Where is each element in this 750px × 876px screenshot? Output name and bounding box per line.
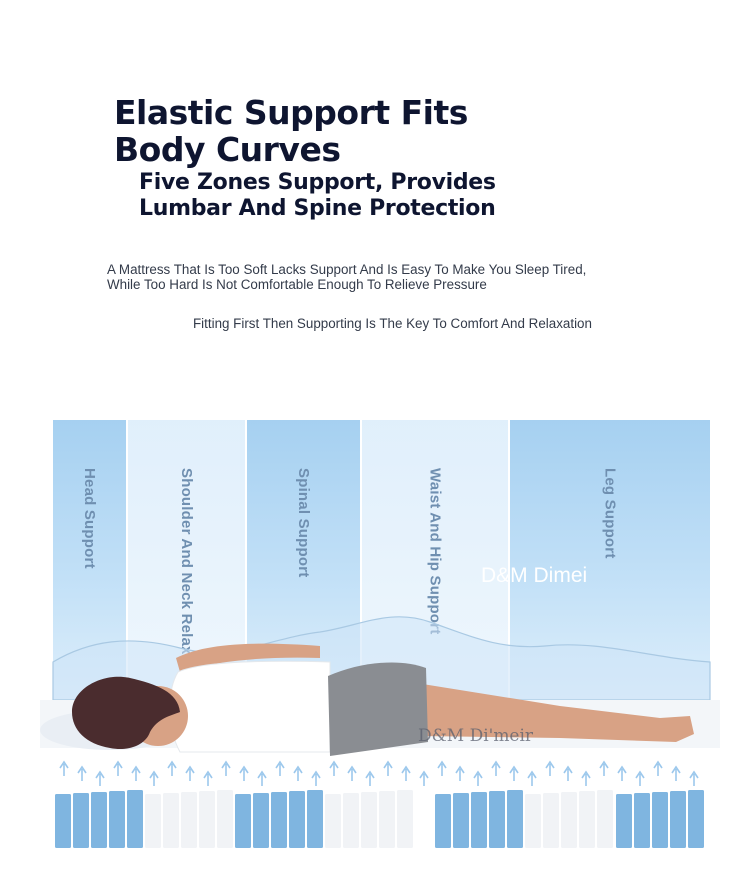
shorts <box>328 662 428 756</box>
spring-firm <box>289 791 305 848</box>
arrow-up-icon <box>275 760 285 776</box>
arrow-up-icon <box>185 765 195 781</box>
arrow-up-icon <box>653 760 663 776</box>
arrow-up-icon <box>563 765 573 781</box>
arrow-up-icon <box>95 770 105 786</box>
zone-label-head: Head Support <box>81 468 98 569</box>
spring-soft <box>181 792 197 848</box>
spring-firm <box>670 791 686 848</box>
arrow-up-icon <box>113 760 123 776</box>
spring-firm <box>507 790 523 848</box>
arrow-up-icon <box>59 760 69 776</box>
spring-soft <box>163 793 179 848</box>
arrow-up-icon <box>311 770 321 786</box>
legs <box>410 682 694 742</box>
arrow-up-icon <box>383 760 393 776</box>
spring-firm <box>616 794 632 848</box>
spring-soft <box>397 790 413 848</box>
spring-soft <box>561 792 577 848</box>
arrow-up-icon <box>671 765 681 781</box>
spring-firm <box>453 793 469 848</box>
spring-firm <box>109 791 125 848</box>
zone-label-leg: Leg Support <box>601 468 619 559</box>
arrow-up-icon <box>257 770 267 786</box>
brand-watermark: D&M Dimei <box>481 564 588 587</box>
tagline: Fitting First Then Supporting Is The Key… <box>193 316 592 331</box>
pressure-arrows <box>59 760 699 786</box>
spring-soft <box>597 790 613 848</box>
spring-soft <box>145 794 161 848</box>
arrow-up-icon <box>617 765 627 781</box>
spring-soft <box>361 792 377 848</box>
arrow-up-icon <box>239 765 249 781</box>
page-subtitle: Five Zones Support, Provides Lumbar And … <box>139 170 496 221</box>
spring-soft <box>525 794 541 848</box>
arrow-up-icon <box>527 770 537 786</box>
description-line-1: A Mattress That Is Too Soft Lacks Suppor… <box>107 262 587 277</box>
arm <box>176 643 320 672</box>
arrow-up-icon <box>581 770 591 786</box>
spring-firm <box>634 793 650 848</box>
spring-firm <box>471 792 487 848</box>
arrow-up-icon <box>473 770 483 786</box>
spring-soft <box>343 793 359 848</box>
arrow-up-icon <box>203 770 213 786</box>
arrow-up-icon <box>347 765 357 781</box>
spring-firm <box>127 790 143 848</box>
arrow-up-icon <box>77 765 87 781</box>
spring-soft <box>199 791 215 848</box>
page-title: Elastic Support Fits Body Curves <box>114 93 468 169</box>
arrow-up-icon <box>167 760 177 776</box>
arrow-up-icon <box>221 760 231 776</box>
brand-watermark-mattress: D&M Di'meir <box>418 726 534 746</box>
spring-soft <box>379 791 395 848</box>
spring-soft <box>325 794 341 848</box>
description-line-2: While Too Hard Is Not Comfortable Enough… <box>107 277 487 292</box>
description-block: A Mattress That Is Too Soft Lacks Suppor… <box>107 262 647 292</box>
arrow-up-icon <box>131 765 141 781</box>
zone-label-waist-hip: Waist And Hip Support <box>426 468 444 635</box>
spring-soft <box>543 793 559 848</box>
hair <box>72 676 180 750</box>
arrow-up-icon <box>509 765 519 781</box>
spring-firm <box>271 792 287 848</box>
zone-label-spine: Spinal Support <box>295 468 312 578</box>
arrow-up-icon <box>293 765 303 781</box>
torso <box>169 660 331 753</box>
arrow-up-icon <box>689 770 699 786</box>
arrow-up-icon <box>635 770 645 786</box>
spring-soft <box>217 790 233 848</box>
spring-firm <box>688 790 704 848</box>
spring-firm <box>489 791 505 848</box>
arrow-up-icon <box>401 765 411 781</box>
five-zone-illustration: Head Support Shoulder And Neck Relaxatio… <box>0 400 750 876</box>
spring-firm <box>91 792 107 848</box>
spring-firm <box>652 792 668 848</box>
arrow-up-icon <box>437 760 447 776</box>
spring-firm <box>55 794 71 848</box>
arrow-up-icon <box>419 770 429 786</box>
arrow-up-icon <box>491 760 501 776</box>
spring-firm <box>73 793 89 848</box>
pocket-springs <box>55 790 704 848</box>
arrow-up-icon <box>545 760 555 776</box>
arrow-up-icon <box>365 770 375 786</box>
spring-firm <box>435 794 451 848</box>
spring-firm <box>307 790 323 848</box>
zone-label-shoulder: Shoulder And Neck Relaxation <box>178 468 195 692</box>
arrow-up-icon <box>599 760 609 776</box>
arrow-up-icon <box>149 770 159 786</box>
arrow-up-icon <box>455 765 465 781</box>
spring-soft <box>579 791 595 848</box>
arrow-up-icon <box>329 760 339 776</box>
spring-firm <box>235 794 251 848</box>
mattress-drawing <box>40 616 720 848</box>
spring-firm <box>253 793 269 848</box>
